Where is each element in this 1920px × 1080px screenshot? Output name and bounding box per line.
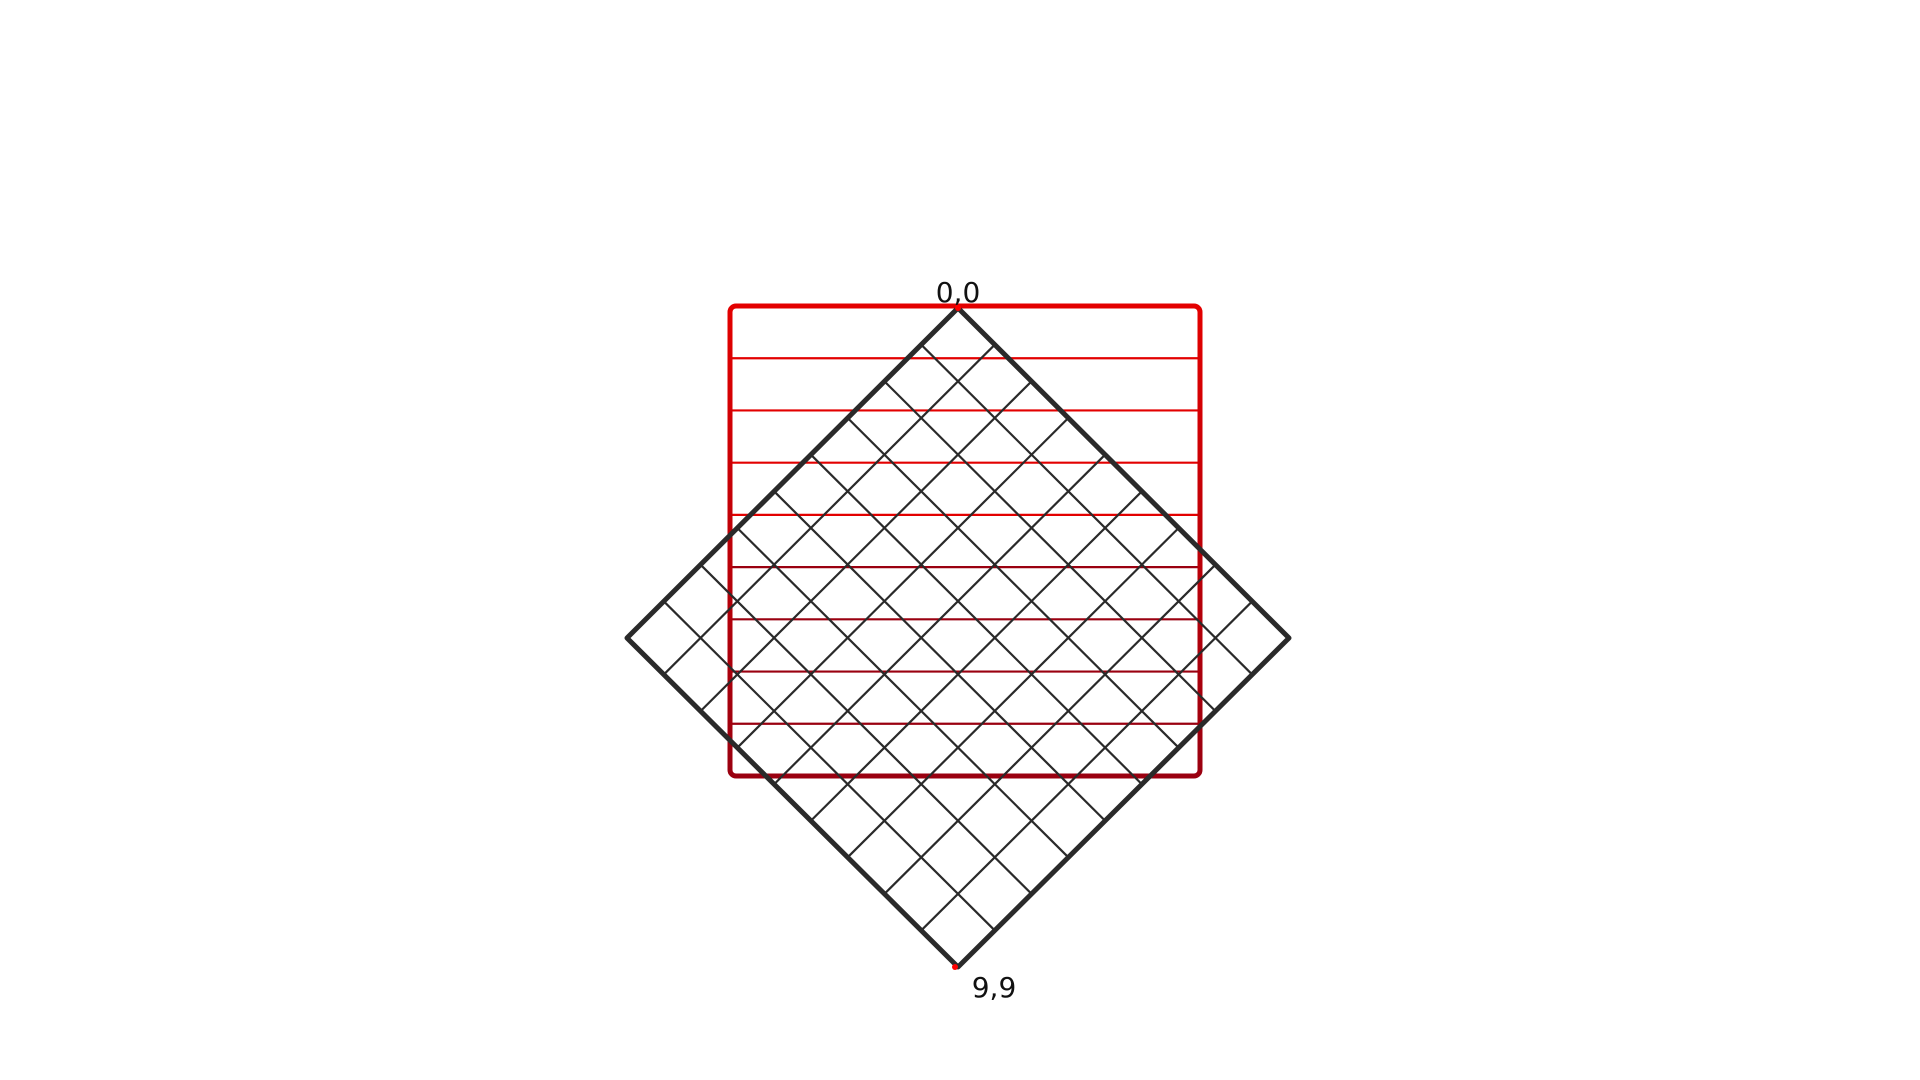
black-grid-line: [846, 527, 1180, 859]
black-grid-line: [736, 527, 1070, 859]
black-grid-line: [920, 600, 1253, 932]
origin-marker: [955, 305, 961, 311]
origin-label: 0,0: [936, 276, 981, 309]
black-grid-line: [883, 380, 1217, 712]
black-grid-line: [663, 600, 996, 932]
end-marker: [952, 964, 958, 970]
black-grid-line: [810, 453, 1143, 786]
red-square-grid: [727, 303, 1203, 779]
black-grid-line: [773, 490, 1106, 822]
black-grid-line: [920, 343, 1253, 676]
black-grid-line: [736, 417, 1070, 749]
black-grid-line: [699, 563, 1033, 895]
end-label: 9,9: [972, 971, 1017, 1004]
black-grid-line: [699, 380, 1033, 712]
black-grid-border: [624, 305, 1292, 970]
red-grid-border: [727, 303, 1203, 779]
black-grid-line: [663, 343, 996, 676]
black-grid-line: [810, 490, 1143, 822]
black-grid-line: [846, 417, 1180, 749]
rotated-black-grid: [624, 305, 1292, 970]
black-grid-line: [883, 563, 1217, 895]
black-grid-line: [773, 453, 1106, 786]
